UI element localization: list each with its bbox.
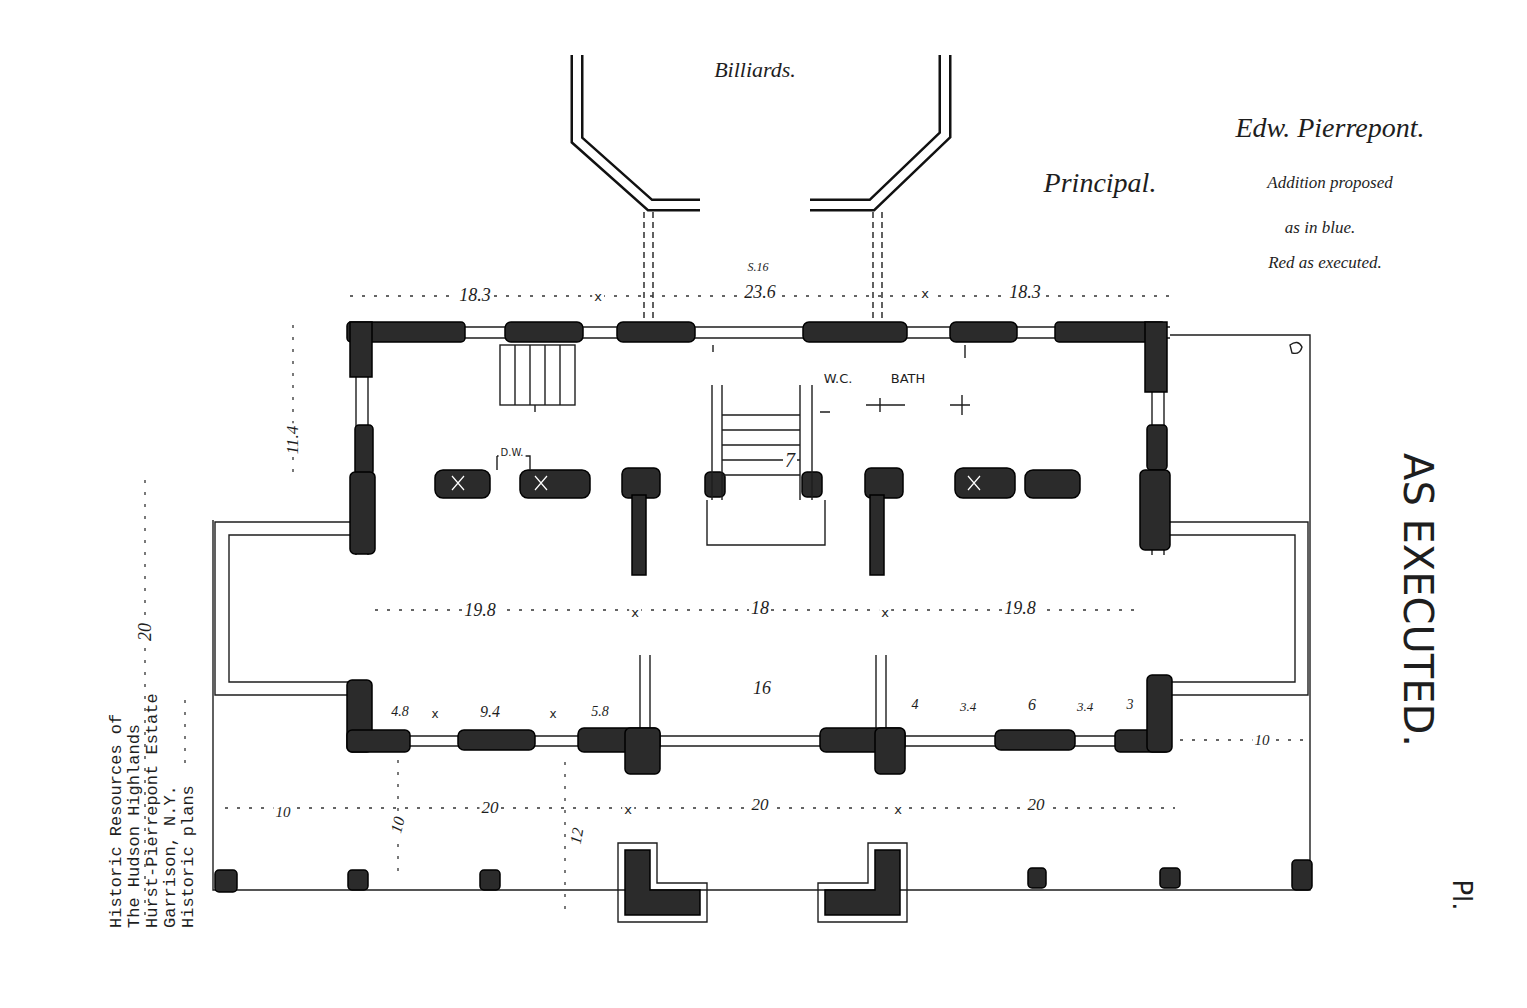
dimension-label: 3.4 bbox=[958, 699, 978, 715]
dimension-label: 10 bbox=[274, 804, 293, 821]
stair-number: 7 bbox=[783, 449, 797, 472]
dimension-label: S.16 bbox=[746, 260, 771, 275]
archive-caption: Historic Resources of bbox=[107, 712, 126, 930]
note-text: Red as executed. bbox=[1266, 253, 1384, 273]
dimension-label: 20 bbox=[750, 795, 771, 815]
dimension-label: 18 bbox=[749, 598, 771, 619]
dimension-separator: x bbox=[892, 802, 904, 817]
dimension-label: 18.3 bbox=[1007, 282, 1043, 303]
porch-piers bbox=[215, 843, 1312, 922]
addition-outline bbox=[213, 335, 1310, 890]
plate-number: Pl. bbox=[1447, 877, 1477, 912]
stamp-text: AS EXECUTED. bbox=[1395, 451, 1441, 749]
dimension-separator: x bbox=[919, 286, 931, 301]
dimension-separator: x bbox=[547, 707, 558, 721]
dimension-label: 19.8 bbox=[1002, 598, 1038, 619]
note-text: as in blue. bbox=[1283, 218, 1357, 238]
dimension-label: 23.6 bbox=[742, 282, 778, 303]
fixtures bbox=[497, 345, 970, 470]
floor-name: Principal. bbox=[1042, 167, 1159, 199]
dimension-label: 19.8 bbox=[462, 600, 498, 621]
dimension-label: 11.4 bbox=[283, 424, 303, 457]
dimension-label: 16 bbox=[751, 678, 773, 699]
room-name: W.C. bbox=[822, 371, 855, 386]
staircase bbox=[500, 345, 825, 545]
dimension-label: 4 bbox=[910, 697, 921, 713]
archive-caption: Historic plans bbox=[179, 783, 198, 930]
archive-caption: The Hudson Highlands bbox=[125, 722, 144, 930]
dimension-separator: x bbox=[592, 289, 604, 304]
dimension-label: 10 bbox=[387, 813, 410, 837]
dimension-separator: x bbox=[879, 605, 891, 620]
dimension-label: 20 bbox=[1026, 795, 1047, 815]
dimension-label: 10 bbox=[1253, 732, 1272, 749]
dimension-label: 5.8 bbox=[589, 704, 611, 720]
room-name: Billiards. bbox=[712, 57, 798, 83]
archive-caption: Hurst-Pierrepont Estate bbox=[143, 691, 162, 930]
dimension-label: 20 bbox=[480, 798, 501, 818]
dimension-label: 9.4 bbox=[478, 703, 502, 721]
owner-name: Edw. Pierrepont. bbox=[1234, 112, 1427, 144]
dimension-label: 6 bbox=[1026, 696, 1038, 714]
room-name: BATH bbox=[889, 371, 928, 386]
billiards-outline bbox=[577, 55, 945, 330]
dimension-label: 12 bbox=[566, 825, 587, 848]
dimension-label: 4.8 bbox=[389, 704, 411, 720]
dimension-separator: x bbox=[429, 707, 440, 721]
dimension-separator: x bbox=[622, 802, 634, 817]
walls bbox=[347, 322, 1172, 774]
dimension-label: 3 bbox=[1125, 697, 1136, 713]
fixture-label: D.W. bbox=[499, 447, 526, 458]
dimension-label: 18.3 bbox=[457, 285, 493, 306]
window-lines bbox=[347, 322, 1170, 746]
dimension-separator: x bbox=[629, 605, 641, 620]
archive-caption: Garrison, N.Y. bbox=[161, 783, 180, 930]
note-text: Addition proposed bbox=[1265, 173, 1394, 193]
dimension-label: 20 bbox=[135, 621, 156, 643]
dimension-label: 3.4 bbox=[1075, 699, 1095, 715]
dimension-lines bbox=[145, 296, 1305, 920]
